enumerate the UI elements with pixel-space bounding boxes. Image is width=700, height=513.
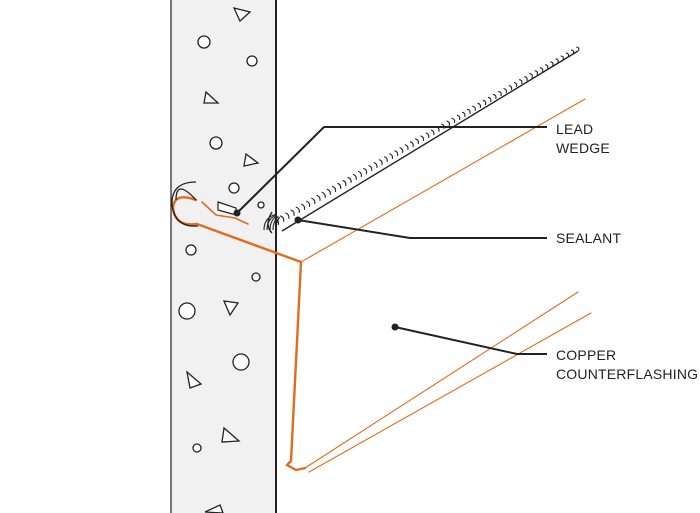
sealant-texture-arc	[565, 52, 570, 58]
leader-dots	[233, 209, 399, 331]
lead-wedge-label: LEAD WEDGE	[556, 120, 610, 158]
lead-wedge-label-line-1: LEAD	[556, 121, 594, 137]
sealant-texture-arc	[451, 117, 456, 124]
sealant-texture-arc	[295, 206, 300, 214]
sealant-texture-arc	[524, 76, 528, 82]
sealant-texture-arc	[472, 105, 476, 112]
sealant-texture-arc	[399, 147, 404, 154]
sealant-texture-arc	[513, 81, 518, 88]
sealant-texture-arc	[555, 58, 559, 64]
sealant-texture-arc	[477, 102, 482, 109]
sealant-corner-arc	[275, 216, 281, 231]
sealant-corner-arc	[263, 214, 275, 231]
sealant-texture-arc	[518, 79, 523, 85]
sealant-texture-arc	[467, 108, 471, 115]
sealant-texture-arc	[544, 64, 549, 70]
sealant-texture-arc	[576, 46, 580, 52]
sealant-texture-arc	[389, 153, 394, 160]
sealant-corner-arc	[272, 215, 279, 231]
sealant-texture-arc	[425, 132, 430, 139]
sealant-texture-arc	[373, 161, 378, 169]
sealant-texture-arc	[378, 159, 383, 166]
sealant-texture-arc	[420, 135, 425, 142]
sealant-texture-arc	[498, 90, 502, 97]
sealant-texture-arc	[404, 144, 409, 151]
counterflashing-leader	[394, 326, 547, 355]
sealant-texture-arc	[326, 188, 331, 196]
lead-wedge-label-line-2: WEDGE	[556, 140, 610, 156]
reglet-outline	[175, 188, 197, 201]
sealant-corner-arc	[269, 215, 278, 231]
sealant-texture-arc	[363, 167, 368, 175]
sealant-texture-arc	[560, 55, 564, 61]
sealant-leader	[297, 219, 547, 239]
sealant-texture-arc	[279, 215, 285, 222]
sealant-texture-arc	[316, 194, 321, 202]
lead-wedge-leader	[236, 126, 547, 214]
sealant-texture-arc	[357, 170, 363, 178]
sealant-texture-arc	[446, 120, 451, 127]
sealant-texture-arc	[529, 73, 533, 79]
sealant-texture-arc	[368, 164, 373, 172]
sealant-texture-arc	[503, 87, 507, 94]
sealant-texture-arc	[550, 61, 554, 67]
concrete-aggregate	[178, 7, 265, 513]
copper-counterflashing-label-line-2: COUNTERFLASHING	[556, 366, 699, 382]
sealant-texture-arc	[441, 123, 445, 130]
sealant-texture-arc	[539, 67, 544, 73]
sealant-bead	[263, 46, 580, 234]
sealant-texture-arc	[290, 209, 295, 217]
sealant-texture-arc	[347, 176, 352, 184]
sealant-corner-arc	[266, 214, 277, 231]
sealant-texture-arc	[352, 173, 357, 181]
sealant-texture-arc	[570, 49, 575, 55]
sealant-texture-arc	[415, 138, 419, 145]
sealant-label: SEALANT	[556, 230, 622, 246]
sealant-texture-arc	[331, 185, 337, 193]
copper-counterflashing-label-line-1: COPPER	[556, 347, 617, 363]
copper-counterflashing-label: COPPER COUNTERFLASHING	[556, 346, 698, 384]
sealant-texture-arc	[394, 150, 399, 157]
sealant-texture-arc	[456, 114, 461, 121]
sealant-texture-arc	[461, 111, 466, 118]
sealant-texture-arc	[430, 129, 435, 136]
leader-lines	[236, 126, 547, 355]
sealant-texture-arc	[492, 93, 497, 100]
sealant-texture-arc	[311, 197, 316, 205]
sealant-texture-arc	[321, 191, 326, 199]
sealant-texture-arc	[508, 84, 513, 91]
sealant-texture-arc	[482, 99, 487, 106]
sealant-texture-arc	[383, 156, 388, 163]
reglet-groove	[171, 181, 199, 227]
sealant-texture-arc	[300, 203, 306, 211]
sealant-texture-arc	[534, 70, 539, 76]
sealant-texture-arc	[305, 200, 311, 208]
sealant-texture-arc	[342, 179, 347, 187]
sealant-texture-arc	[409, 141, 414, 148]
sealant-texture-arc	[487, 96, 492, 103]
sealant-texture-arc	[285, 212, 290, 220]
sealant-texture-arc	[337, 182, 342, 190]
